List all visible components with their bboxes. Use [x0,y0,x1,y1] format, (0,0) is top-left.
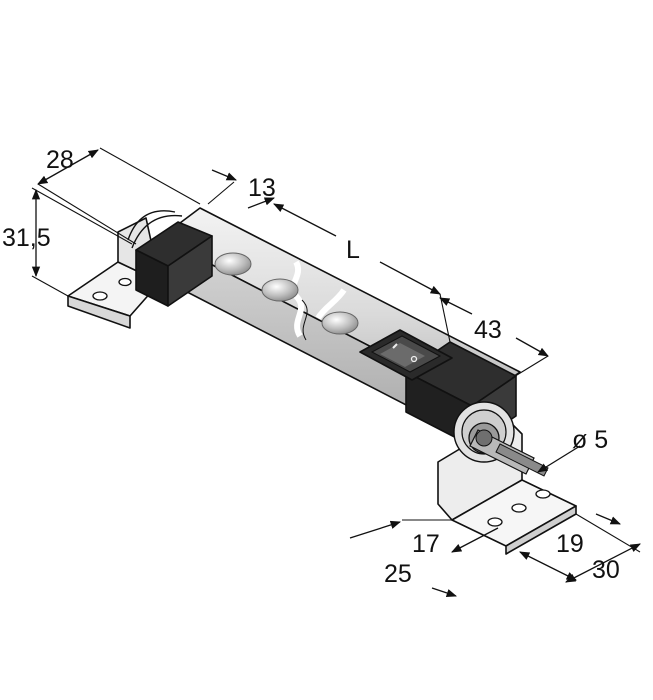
dim-offset-label: 13 [248,174,276,202]
dim-length-label: L [346,236,360,264]
cable-gland-icon [468,422,549,477]
led-icon [214,252,252,276]
dim-hole-2-label: 19 [556,530,584,558]
bracket-hole-icon [487,517,503,527]
led-icon [321,311,359,335]
led-icon [261,278,299,302]
dim-bracket-width-label: 25 [384,560,412,588]
dim-bracket-depth-label: 30 [592,556,620,584]
dim-diameter-label: ø 5 [572,426,608,454]
dim-width-label: 28 [46,146,74,174]
led-array [214,252,359,335]
dim-height-label: 31,5 [2,224,51,252]
switch-icon [359,329,453,381]
dim-hole-1-label: 17 [412,530,440,558]
dimension-labels: 28 31,5 13 L 43 ø 5 17 19 25 30 [2,146,620,588]
dim-end-length-label: 43 [474,316,502,344]
bracket-hole-icon [92,291,108,301]
dimension-lines [31,147,641,597]
